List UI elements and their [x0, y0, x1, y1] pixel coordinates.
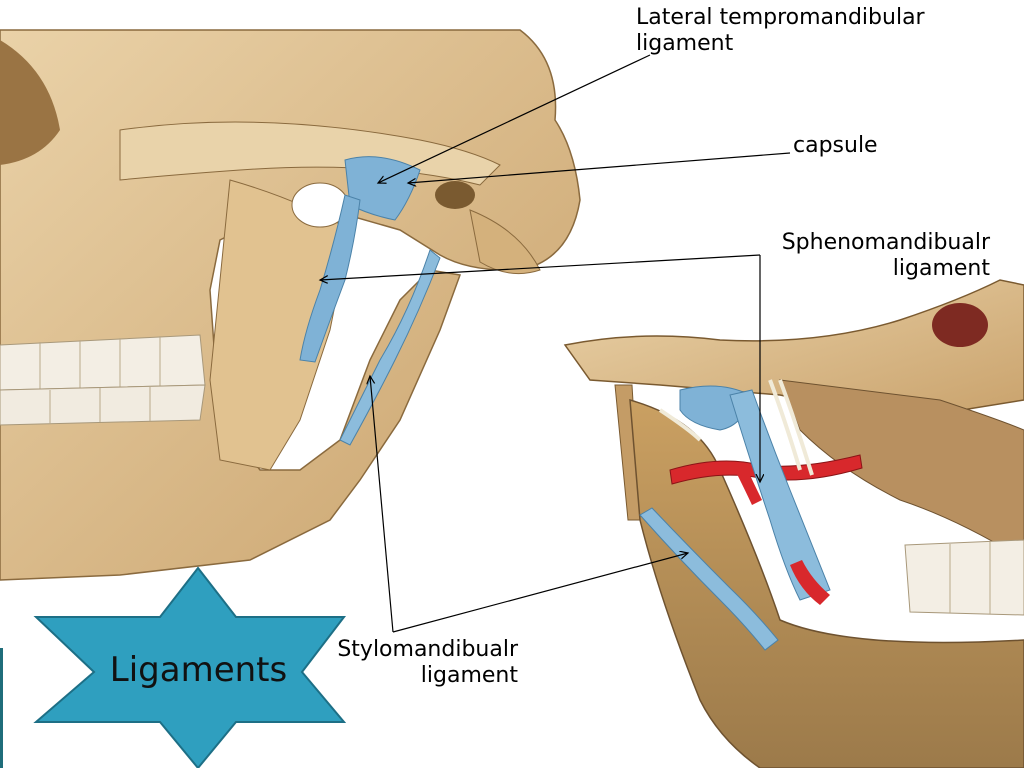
stylomandibular-ligament-left — [339, 249, 441, 446]
sinus-cavity — [932, 303, 988, 347]
leader-stylo-right — [392, 553, 688, 633]
label-lateral-ligament: Lateral tempromandibular ligament — [636, 5, 925, 57]
leader-lateral — [378, 54, 651, 183]
badge-title: Ligaments — [109, 650, 288, 690]
lower-teeth — [0, 384, 206, 426]
label-line: Stylomandibualr — [337, 637, 518, 662]
left-accent-bar — [0, 648, 3, 768]
badge-star-shape — [33, 566, 347, 768]
mastoid-process — [469, 209, 541, 275]
label-line: ligament — [636, 31, 734, 56]
label-line: capsule — [793, 133, 878, 158]
lingula-red — [790, 560, 830, 605]
artery-branch — [735, 466, 762, 505]
lower-teeth-medial — [904, 539, 1024, 616]
orbit — [0, 40, 60, 165]
label-line: Lateral tempromandibular — [636, 5, 925, 30]
label-line: Sphenomandibualr — [781, 230, 990, 255]
label-stylomandibular-ligament: Stylomandibualr ligament — [300, 637, 518, 689]
sphenomandibular-ligament-left — [299, 194, 361, 363]
mandible-medial-view — [563, 279, 1024, 768]
external-ear-canal — [435, 181, 475, 209]
cranial-base-section — [563, 279, 1024, 421]
leader-stylo-left — [370, 376, 394, 633]
label-line: ligament — [420, 663, 518, 688]
label-line: ligament — [892, 256, 990, 281]
skull-lateral-view — [0, 29, 581, 581]
leader-spheno-left — [320, 254, 761, 280]
label-capsule: capsule — [793, 133, 878, 159]
upper-teeth — [0, 334, 206, 391]
nerve-strands — [658, 379, 814, 476]
label-sphenomandibular-ligament: Sphenomandibualr ligament — [740, 230, 990, 282]
leader-capsule — [408, 152, 791, 183]
stylomandibular-ligament-right — [639, 507, 779, 651]
leader-lines — [320, 54, 791, 633]
